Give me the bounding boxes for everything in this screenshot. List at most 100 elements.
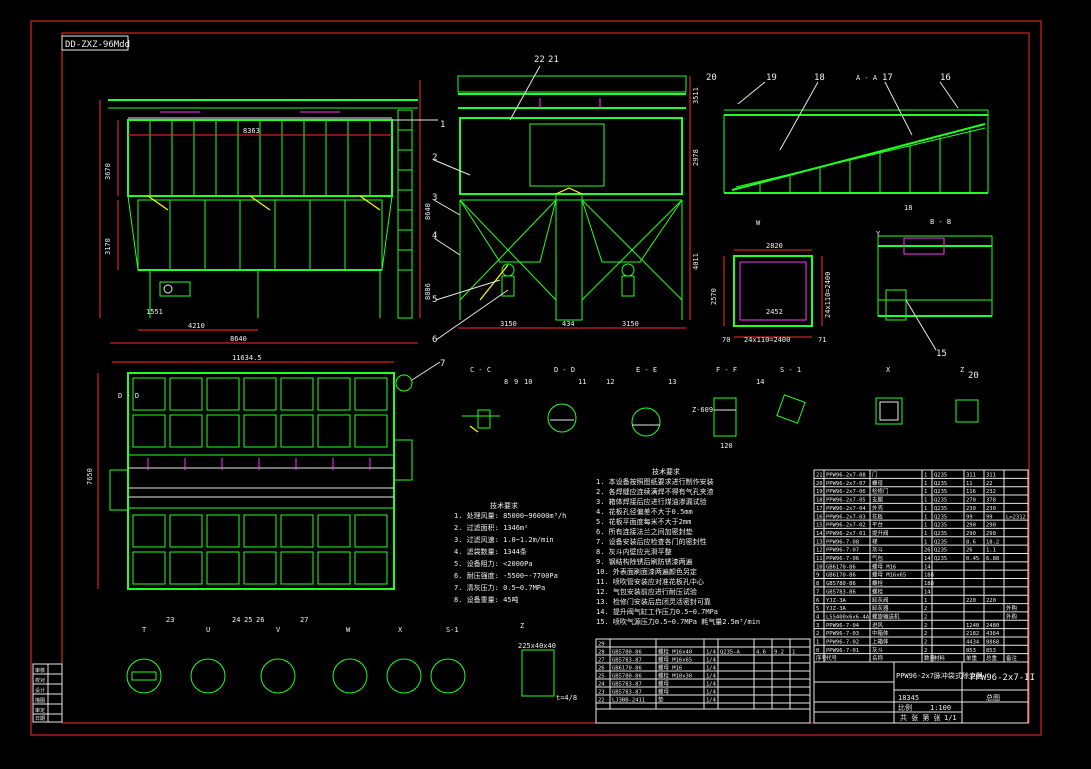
bom-cell: 外壳 xyxy=(872,504,884,512)
title-sub: 总图 xyxy=(986,693,1000,702)
bom-cell: 气包 xyxy=(872,554,884,562)
tech-req-10: 11. 喷吹管安装应对准花板孔中心 xyxy=(596,577,704,586)
bom-cell: 4364 xyxy=(986,631,1000,637)
dim-ff: Z-609 xyxy=(692,406,713,414)
bom-cell: 进风 xyxy=(872,621,884,629)
callout-6: 6 xyxy=(432,335,437,345)
title-sheet: 1/1 xyxy=(944,714,957,722)
strip-4: 审定 xyxy=(35,707,45,714)
label-small-view: W xyxy=(756,219,761,227)
title-weight: 18345 xyxy=(898,694,919,702)
bom-cell: PPW96-2x7-03 xyxy=(826,514,866,520)
dim-side-top: 3511 xyxy=(692,87,700,104)
bom-cell: 230 xyxy=(966,506,976,512)
callout-17: 17 xyxy=(882,73,893,83)
bom-cell: 8868 xyxy=(986,640,999,646)
bom-cell: 2 xyxy=(924,648,927,654)
bom-cell: 2 xyxy=(924,614,927,620)
parts-cell: 螺母 M16x65 xyxy=(658,656,692,664)
bom-cell: 1 xyxy=(924,598,927,604)
parts-cell: 螺栓 M16x40 xyxy=(658,648,692,656)
bom-cell: 16 xyxy=(816,514,823,520)
bom-cell: 188 xyxy=(924,581,934,587)
bom-cell: 22 xyxy=(986,481,993,487)
dim-bb-inner: 2452 xyxy=(766,308,783,316)
bom-header-cell: 备注 xyxy=(1006,654,1018,662)
tech-req-4: 5. 花板平面度每米不大于2mm xyxy=(596,517,691,526)
parts-cell: 螺母 xyxy=(658,680,670,688)
tech-req-11: 12. 气包安装前应进行耐压试验 xyxy=(596,587,697,596)
bom-cell: 1 xyxy=(924,531,927,537)
callout-25: 25 xyxy=(244,616,252,624)
bom-cell: 花板 xyxy=(872,512,884,520)
dim-side-overall: 8086 xyxy=(424,283,432,300)
tech-req-5: 6. 所有连接法兰之间加密封垫 xyxy=(596,527,693,536)
dim-top-width: 8363 xyxy=(243,127,260,135)
bom-cell: Q235 xyxy=(934,506,947,512)
bom-header-cell: 总重 xyxy=(986,654,998,662)
bom-cell: 12 xyxy=(816,548,823,554)
bom-cell: 上箱体 xyxy=(872,638,889,646)
dim-bb-small-right: 71 xyxy=(818,336,826,344)
bom-cell: PPW96-2x7-02 xyxy=(826,523,866,529)
dim-xx-foot: t=4/8 xyxy=(556,694,577,702)
bom-cell: 2 xyxy=(924,640,927,646)
bom-cell: Q235 xyxy=(934,556,947,562)
bom-cell: 116 xyxy=(966,489,976,495)
label-x: X xyxy=(886,366,891,374)
callout-22: 22 xyxy=(534,55,545,65)
bom-cell: 220 xyxy=(966,598,976,604)
bom-cell: 5 xyxy=(816,606,819,612)
bom-cell: PPW96-7-02 xyxy=(826,640,859,646)
tech-param-0: 1. 处理风量: 85000~96000m³/h xyxy=(454,511,566,520)
bom-cell: 270 xyxy=(966,498,976,504)
bom-cell: 外购 xyxy=(1006,604,1018,612)
dim-bb-top: 2820 xyxy=(766,242,783,250)
bom-cell: 螺旋输送机 xyxy=(872,612,900,620)
parts-cell: 1 xyxy=(792,650,795,656)
bom-cell: 1 xyxy=(924,473,927,479)
callout-5: 5 xyxy=(432,295,437,305)
parts-cell: 27 xyxy=(598,658,605,664)
bom-cell: PPW96-7-04 xyxy=(826,623,860,629)
bom-cell: 平台 xyxy=(872,521,884,529)
bom-cell: 378 xyxy=(986,498,996,504)
bom-cell: PPW96-2x7-07 xyxy=(826,481,866,487)
tech-req-8: 9. 钢结构除锈后刷防锈漆两遍 xyxy=(596,557,693,566)
bom-cell: 0 xyxy=(816,648,819,654)
bom-cell: 螺母 xyxy=(872,479,884,487)
parts-cell: GB5783-87 xyxy=(612,658,642,664)
tech-req-13: 14. 提升阀气缸工作压力0.5~0.7MPa xyxy=(596,607,718,616)
parts-cell: 1/4 xyxy=(706,674,717,680)
label-det-z: Z xyxy=(520,622,524,630)
tech-req-7: 8. 灰斗内壁应光滑平整 xyxy=(596,547,672,556)
bom-cell: 2 xyxy=(924,606,927,612)
bom-cell: PPW96-2x7-04 xyxy=(826,506,866,512)
bom-cell: 15 xyxy=(816,523,823,529)
bom-cell: 11 xyxy=(816,556,823,562)
dim-bb-small-left: 70 xyxy=(722,336,730,344)
parts-cell: 24 xyxy=(598,682,605,688)
label-det-x: X xyxy=(398,626,403,634)
bom-cell: 2480 xyxy=(986,623,999,629)
tech-param-5: 6. 耐压强度: -5500~-7700Pa xyxy=(454,571,558,580)
callout-26: 26 xyxy=(256,616,264,624)
callout-21: 21 xyxy=(548,55,559,65)
bom-cell: 2 xyxy=(816,631,819,637)
bom-cell: 13 xyxy=(816,539,823,545)
tech-req-9: 10. 外表面刷面漆两遍颜色另定 xyxy=(596,567,697,576)
label-s1: S - 1 xyxy=(780,366,801,374)
bom-cell: 11 xyxy=(966,481,973,487)
bom-cell: 6.88 xyxy=(986,556,999,562)
callout-20b: 20 xyxy=(968,371,979,381)
callout-18b: 18 xyxy=(904,204,912,212)
tech-notes: 技术要求 1. 本设备按照图纸要求进行制作安装 2. 各焊缝应连续满焊不得有气孔… xyxy=(454,467,760,626)
left-strip: 审核 校对 设计 描图 审定 日期 xyxy=(32,663,63,723)
stamp-label: DD-ZXZ-96Mdd xyxy=(65,40,130,50)
bom-cell: 梯 xyxy=(872,537,878,545)
tech-param-1: 2. 过滤面积: 1346m² xyxy=(454,523,528,532)
dim-base-left: 4210 xyxy=(188,322,205,330)
bom-cell: 1 xyxy=(924,489,927,495)
label-det-t: T xyxy=(142,626,147,634)
